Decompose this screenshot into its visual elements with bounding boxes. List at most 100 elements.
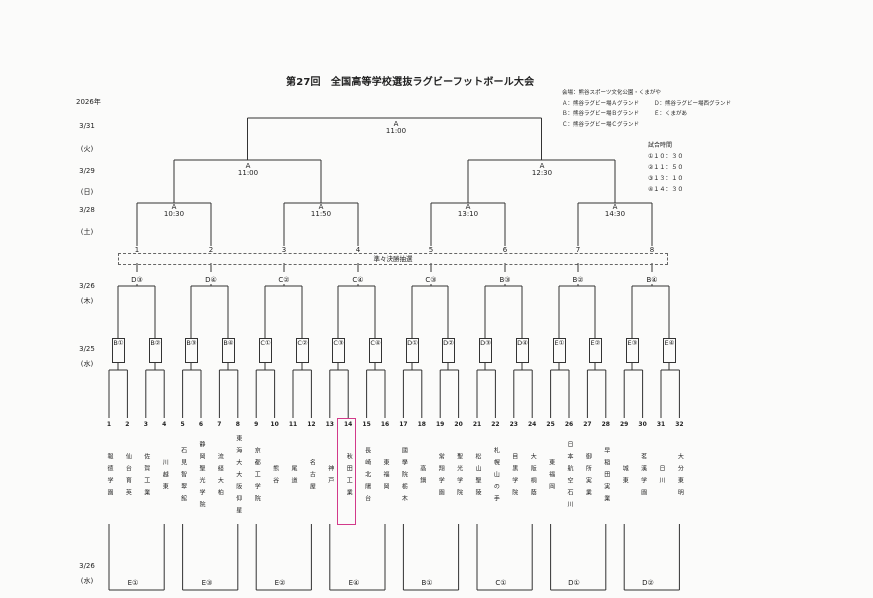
bottom-venue: B①	[421, 579, 433, 587]
team-name: 川越東	[161, 459, 169, 495]
team-name: 高鍋	[418, 465, 426, 489]
r32-box: C①	[259, 338, 272, 363]
slot-number: 3	[281, 246, 287, 254]
team-number: 20	[454, 421, 463, 428]
slot-number: 2	[208, 246, 214, 254]
team-number: 27	[583, 421, 592, 428]
team-name: 尾道	[290, 465, 297, 489]
team-name: 茗溪学園	[639, 453, 647, 501]
bottom-venue: C①	[495, 579, 507, 587]
team-number: 8	[235, 421, 240, 428]
date-semi: 3/29 (日)	[74, 167, 100, 197]
team-number: 23	[509, 421, 518, 428]
date-r64: 3/26 (水)	[74, 562, 100, 586]
r16-venue: B④	[646, 276, 658, 284]
time-1: ①１０：３０	[648, 153, 684, 160]
quarter-venue-2: A 11:50	[306, 203, 336, 219]
r32-box: C④	[369, 338, 382, 363]
team-number: 4	[162, 421, 167, 428]
venue-time: 10:30	[163, 210, 185, 219]
team-number: 1	[106, 421, 112, 428]
venue-time: 13:10	[457, 210, 479, 219]
team-name: 東海大大阪仰星	[234, 435, 242, 519]
team-name: 東福岡	[382, 459, 389, 495]
legend-a: Ａ：熊谷ラグビー場Ａグランド	[562, 101, 640, 107]
team-name: 城東	[621, 465, 629, 489]
date-dow: (土)	[80, 228, 94, 236]
team-number: 3	[143, 421, 148, 428]
team-number: 2	[125, 421, 130, 428]
date-dow: (木)	[80, 297, 94, 305]
r32-box: B②	[149, 338, 162, 363]
r16-venue: D④	[205, 276, 217, 284]
team-number: 12	[307, 421, 316, 428]
team-number: 9	[254, 421, 259, 428]
team-name: 名古屋	[308, 459, 316, 495]
team-name: 目黒学院	[510, 453, 518, 501]
team-number: 6	[198, 421, 204, 428]
date-dow: (日)	[80, 188, 94, 196]
team-name: 報徳学園	[106, 453, 113, 501]
venue-code: A	[612, 203, 618, 211]
page-title: 第27回 全国高等学校選抜ラグビーフットボール大会	[286, 77, 535, 88]
r32-box: E④	[663, 338, 676, 363]
bottom-venue: E①	[127, 579, 139, 587]
team-number: 16	[380, 421, 390, 428]
legend-e: Ｅ：くまがあ	[654, 111, 688, 117]
quarterfinal-draw-band: 準々決勝抽選	[118, 253, 668, 265]
team-name: 日本航空石川	[566, 441, 573, 513]
team-name: 日川	[658, 465, 665, 489]
team-number: 28	[601, 421, 610, 428]
date-quarter: 3/28 (土)	[74, 206, 100, 237]
r32-box: D③	[479, 338, 492, 363]
venue-code: A	[393, 120, 399, 128]
team-name: 早稲田実業	[602, 447, 610, 507]
team-name: 常翔学園	[437, 453, 445, 501]
team-name: 國學院栃木	[400, 447, 408, 507]
r16-venue: C③	[425, 276, 437, 284]
team-name: 神戸	[326, 465, 334, 489]
team-number: 21	[472, 421, 482, 428]
venue-code: A	[539, 162, 545, 170]
team-name: 流経大柏	[216, 453, 224, 501]
time-3: ③１３：１０	[648, 175, 684, 182]
venue-code: A	[171, 203, 177, 211]
venue-time: 12:30	[531, 169, 553, 178]
date-dow: (火)	[80, 145, 94, 153]
slot-number: 4	[355, 246, 361, 254]
r32-box: E②	[589, 338, 602, 363]
r16-venue: C④	[352, 276, 364, 284]
team-number: 24	[528, 421, 537, 428]
quarter-venue-1: A 10:30	[159, 203, 189, 219]
venue-code: A	[318, 203, 324, 211]
highlighted-team-box	[337, 418, 356, 525]
team-number: 29	[620, 421, 629, 428]
band-label: 準々決勝抽選	[373, 255, 413, 263]
team-number: 31	[656, 421, 666, 428]
team-number: 13	[325, 421, 334, 428]
date-day: 3/26	[79, 562, 95, 570]
team-name: 御所実業	[584, 453, 592, 501]
year-label: 2026年	[76, 98, 101, 106]
slot-number: 6	[502, 246, 508, 254]
bottom-venue: E②	[274, 579, 286, 587]
legend-b: Ｂ：熊谷ラグビー場Ｂグランド	[562, 111, 640, 117]
team-name: 聖光学院	[455, 453, 463, 501]
bottom-venue: E④	[348, 579, 360, 587]
team-number: 32	[675, 421, 684, 428]
team-number: 17	[399, 421, 408, 428]
team-name: 佐賀工業	[142, 453, 150, 501]
legend-d: Ｄ：熊谷ラグビー場西グランド	[654, 101, 732, 107]
team-number: 25	[546, 421, 555, 428]
team-name: 静岡聖光学院	[198, 441, 205, 513]
venue-code: A	[465, 203, 471, 211]
slot-number: 1	[134, 246, 140, 254]
date-r16: 3/26 (木)	[74, 282, 100, 306]
team-number: 18	[417, 421, 426, 428]
r32-box: D④	[516, 338, 529, 363]
bottom-venue: E③	[201, 579, 213, 587]
team-name: 大分東明	[676, 453, 684, 501]
r16-venue: D③	[131, 276, 143, 284]
